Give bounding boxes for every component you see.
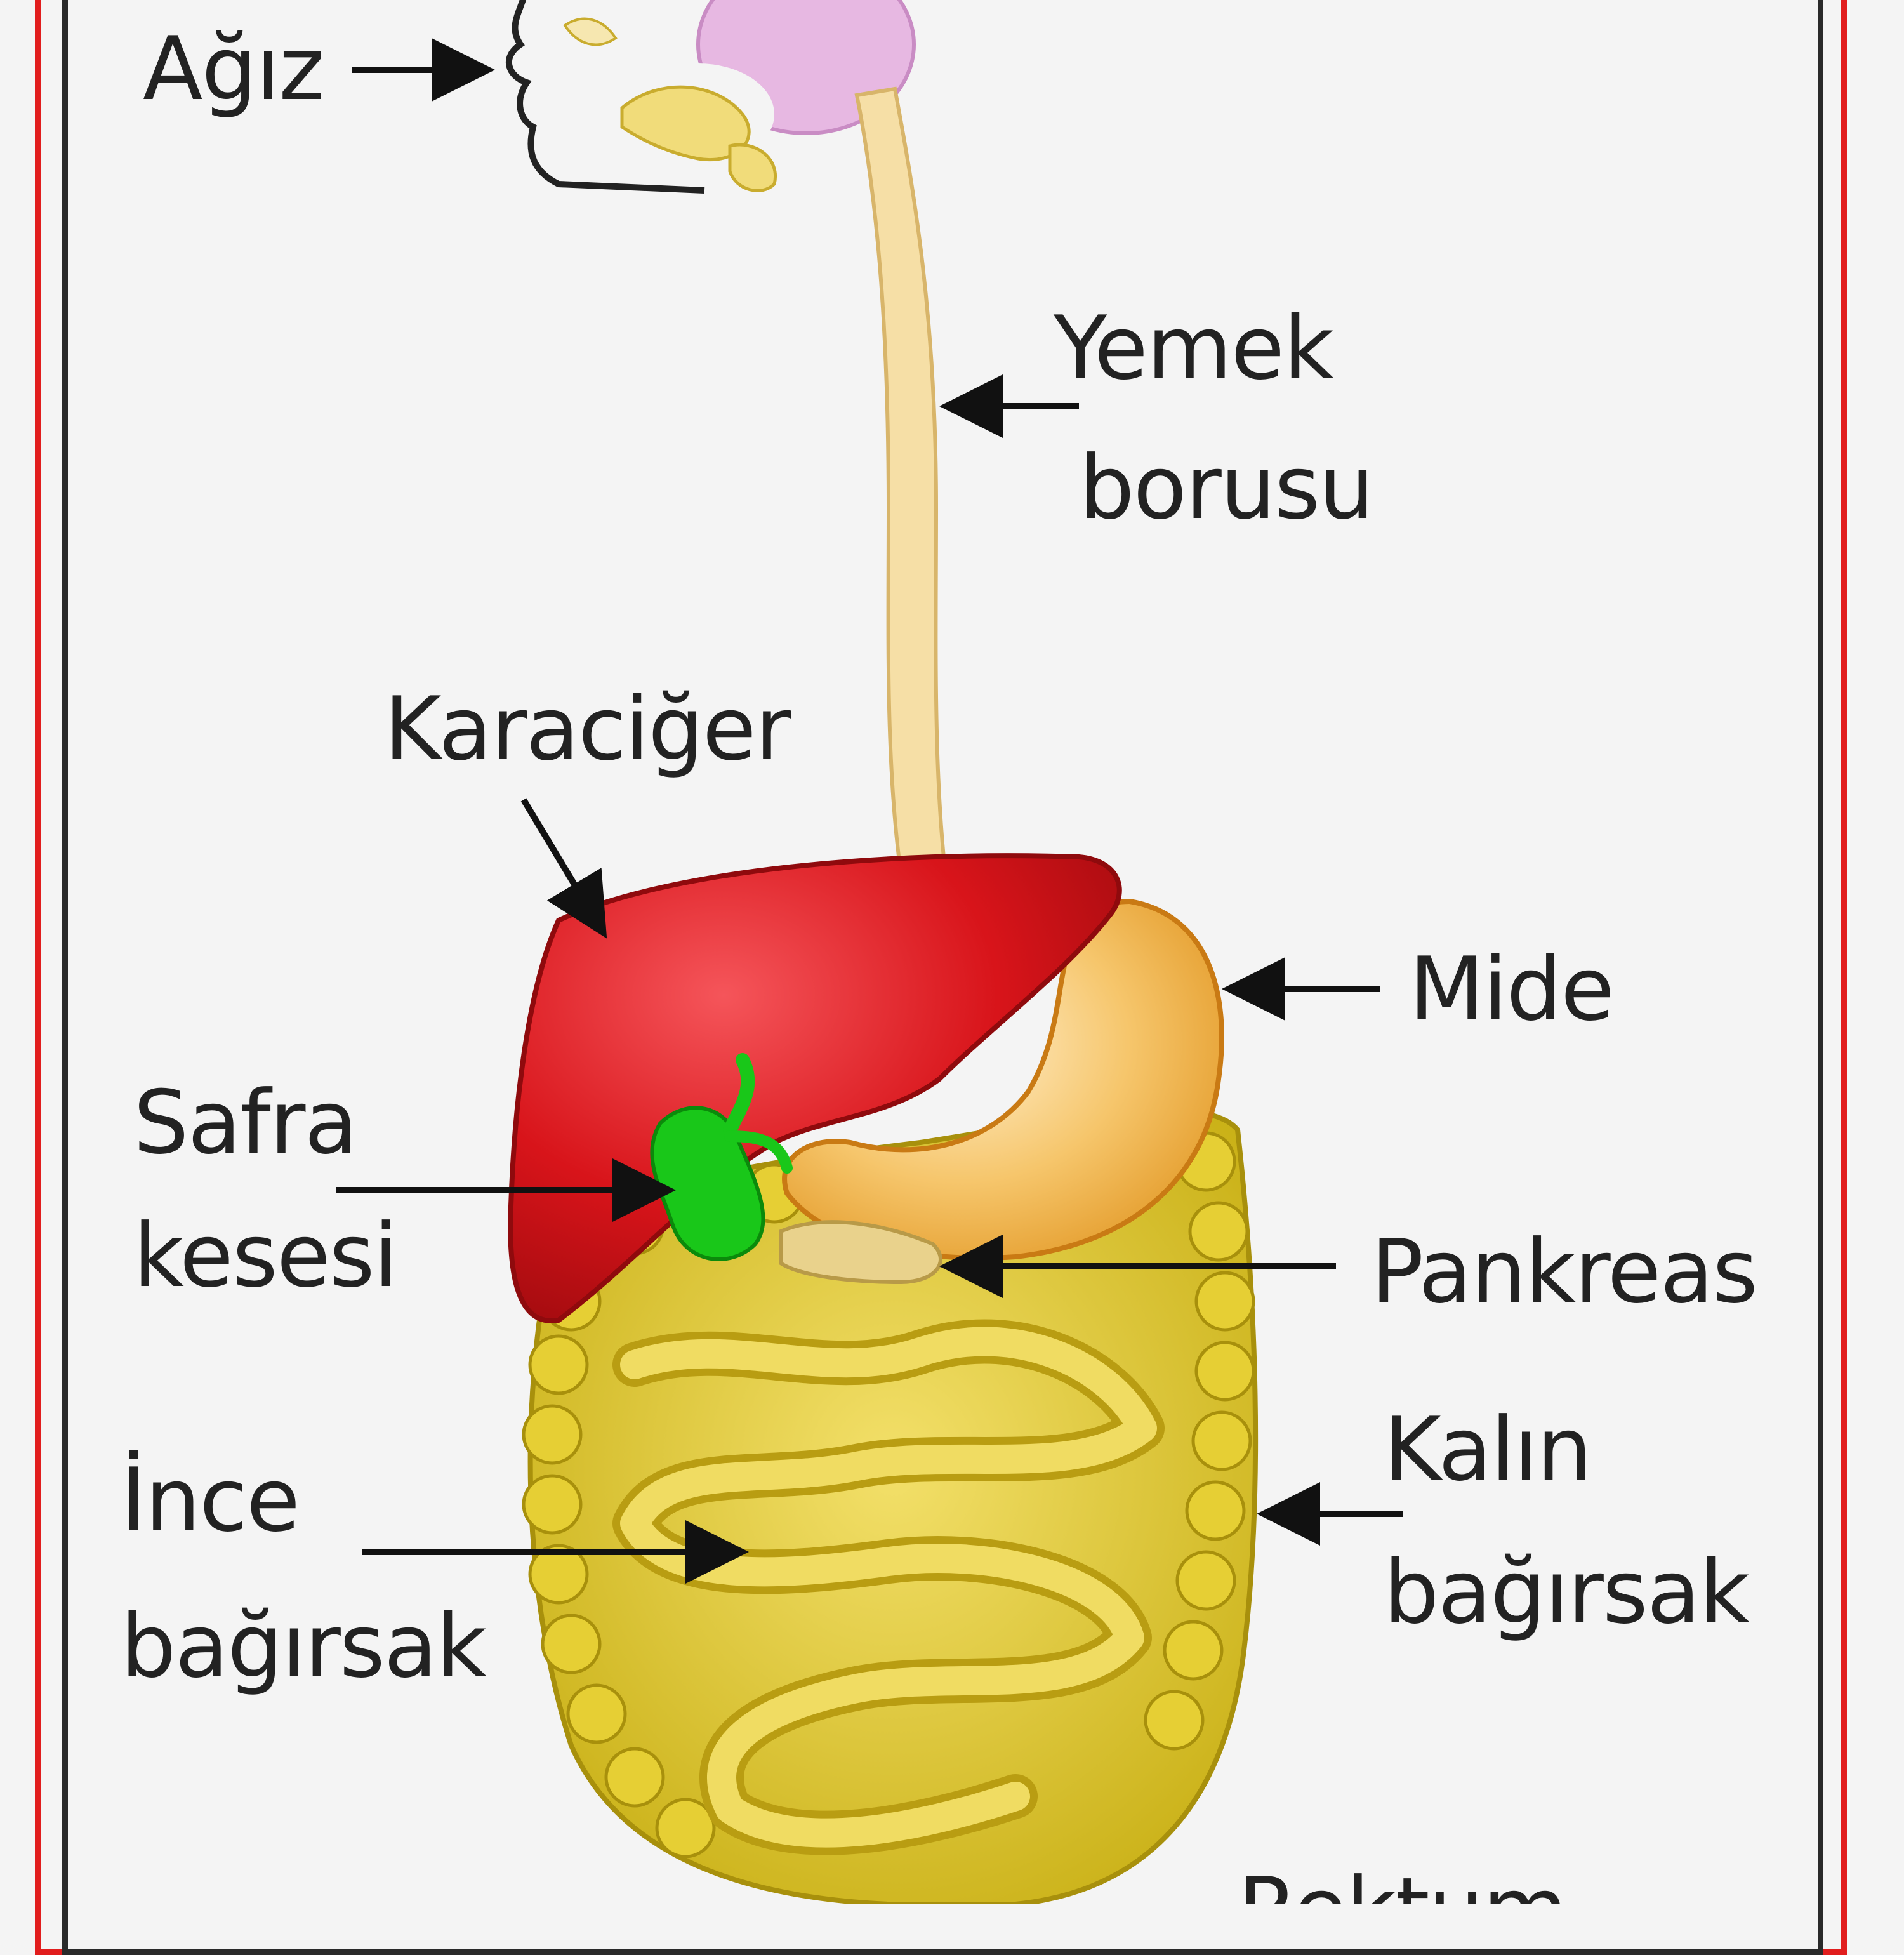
stomach-shape (782, 898, 1224, 1261)
gallbladder-label-line2: kesesi (133, 1205, 398, 1307)
mouth-label: Ağız (143, 18, 325, 120)
digestive-system-diagram (336, 0, 1403, 1904)
esophagus-label-line1: Yemek (1054, 297, 1334, 399)
pancreas-label: Pankreas (1371, 1221, 1758, 1323)
gallbladder-label-line1: Safra (133, 1071, 358, 1174)
esophagus-label-line2: borusu (1079, 437, 1375, 539)
food-bolus (620, 85, 751, 161)
rectum-label-partial: Rektum (1238, 1866, 1567, 1904)
large-intestine-label-line1: Kalın (1384, 1398, 1592, 1501)
stomach-label: Mide (1409, 938, 1615, 1040)
small-intestine-label-line1: İnce (121, 1449, 300, 1551)
liver-arrow (520, 798, 607, 939)
pancreas-shape (779, 1220, 942, 1285)
liver-label: Karaciğer (384, 678, 791, 780)
small-intestine-label-line2: bağırsak (121, 1595, 487, 1697)
mouth-region (505, 0, 916, 194)
esophagus-shape (854, 86, 948, 878)
large-intestine-label-line2: bağırsak (1384, 1541, 1750, 1643)
